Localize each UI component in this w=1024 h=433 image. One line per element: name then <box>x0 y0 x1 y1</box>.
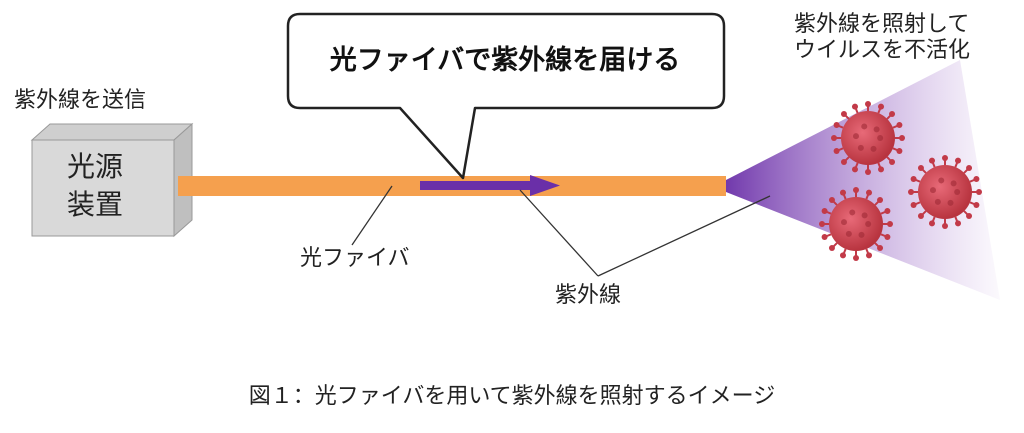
source-device-line-2: 装置 <box>32 186 158 224</box>
irradiate-line-2: ウイルスを不活化 <box>794 38 970 64</box>
uv-label: 紫外線 <box>555 283 621 309</box>
callout-text: 光ファイバで紫外線を届ける <box>290 38 720 77</box>
virus-icon <box>819 187 893 261</box>
figure-caption: 図１：光ファイバを用いて紫外線を照射するイメージ <box>0 378 1024 410</box>
irradiate-label: 紫外線を照射して ウイルスを不活化 <box>794 12 970 65</box>
virus-icon <box>908 155 982 229</box>
uv-leader-line-2 <box>598 196 770 276</box>
irradiate-line-1: 紫外線を照射して <box>794 12 970 38</box>
fiber-label: 光ファイバ <box>300 246 410 272</box>
uv-leader-line-1 <box>520 190 598 276</box>
send-uv-label: 紫外線を送信 <box>14 88 146 114</box>
virus-icon <box>831 101 905 175</box>
source-device-label: 光源 装置 <box>32 148 158 224</box>
source-device-line-1: 光源 <box>32 148 158 186</box>
